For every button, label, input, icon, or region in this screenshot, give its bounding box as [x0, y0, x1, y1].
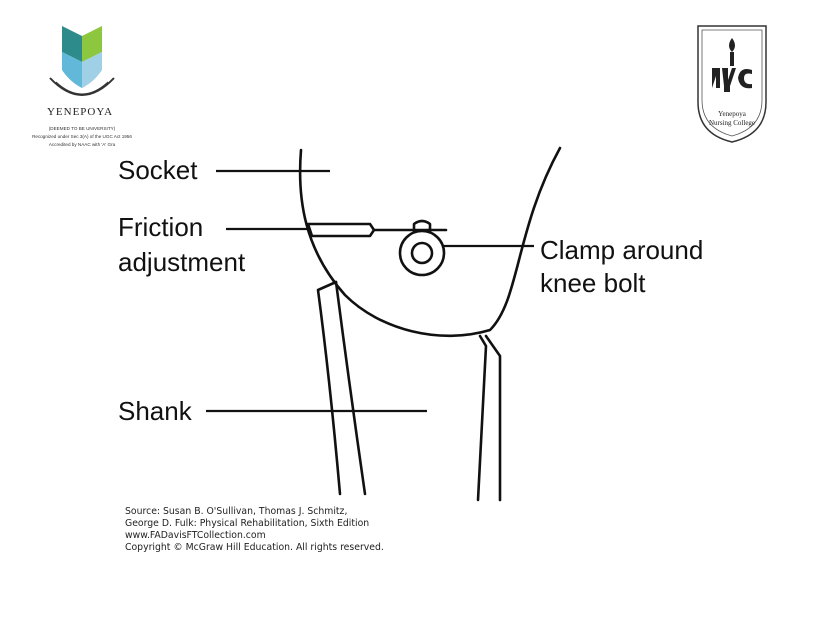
label-friction-line1: Friction	[118, 212, 204, 242]
shank-left-inner	[334, 280, 367, 496]
shank-right-outer	[476, 334, 488, 502]
shank-right-inner	[484, 334, 502, 502]
label-shank: Shank	[118, 396, 192, 426]
college-name-line2: Nursing College	[708, 119, 756, 127]
university-name: YENEPOYA	[46, 106, 114, 118]
source-line4: Copyright © McGraw Hill Education. All r…	[125, 542, 384, 553]
label-socket: Socket	[118, 155, 198, 185]
source-line3: www.FADavisFTCollection.com	[125, 530, 266, 541]
clamp-outer	[398, 229, 446, 277]
university-recognition: Recognized under Sec 3(A) of the UGC Act…	[32, 134, 132, 139]
college-crest-icon	[697, 25, 767, 143]
university-subtitle: (DEEMED TO BE UNIVERSITY)	[48, 126, 116, 131]
university-accreditation: Accredited by NAAC with 'A' Gra	[48, 142, 116, 147]
label-clamp-line1: Clamp around	[540, 235, 704, 265]
source-line1: Source: Susan B. O'Sullivan, Thomas J. S…	[125, 506, 348, 517]
clamp-inner	[410, 241, 434, 265]
shield-emblem-icon	[49, 26, 115, 96]
source-line2: George D. Fulk: Physical Rehabilitation,…	[125, 518, 370, 529]
yenepoya-nursing-college-logo: Yenepoya Nursing College	[696, 22, 768, 146]
clamp-top	[412, 219, 432, 234]
yenepoya-university-logo: YENEPOYA (DEEMED TO BE UNIVERSITY) Recog…	[22, 22, 142, 152]
shank-left-outer	[316, 280, 342, 496]
friction-rod	[306, 222, 376, 238]
label-clamp-line2: knee bolt	[540, 268, 646, 298]
label-friction-line2: adjustment	[118, 247, 246, 277]
source-citation: Source: Susan B. O'Sullivan, Thomas J. S…	[125, 506, 384, 554]
college-name-line1: Yenepoya	[718, 110, 746, 118]
